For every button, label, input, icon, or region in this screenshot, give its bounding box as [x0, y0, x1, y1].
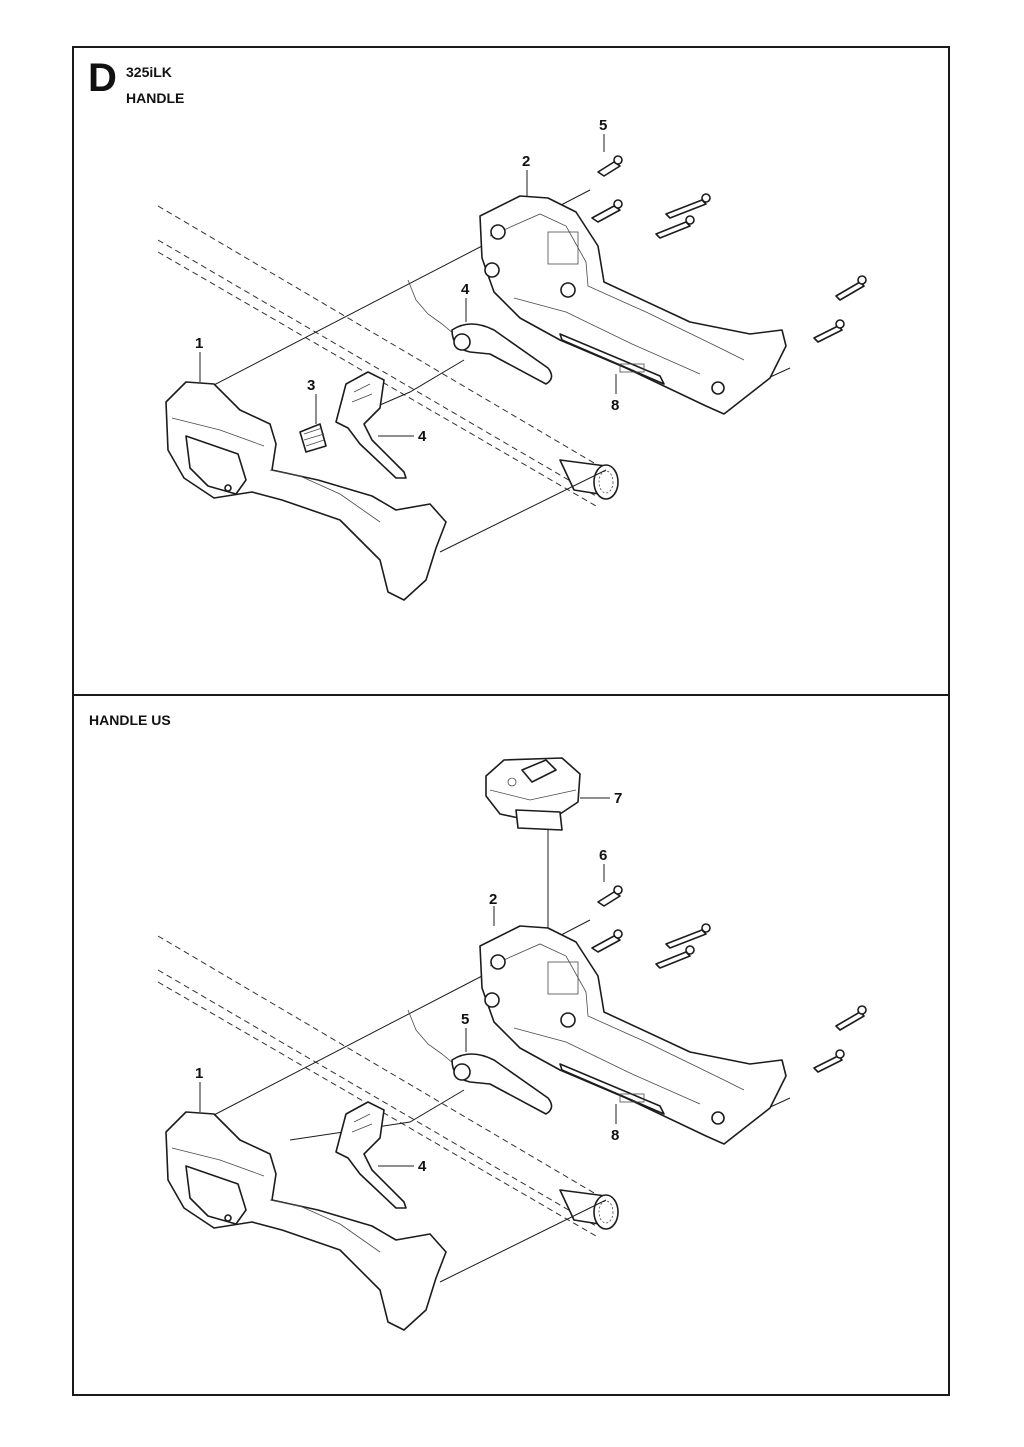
shaft-guide-line	[157, 205, 607, 471]
callout-5: 5	[461, 1011, 469, 1028]
callout-6: 6	[599, 847, 607, 864]
callout-8: 8	[611, 1127, 619, 1144]
callout-1: 1	[195, 335, 203, 352]
section-divider	[72, 694, 950, 696]
shaft-guide-line	[157, 935, 607, 1201]
throttle-lockout-lever	[407, 1009, 553, 1115]
handle-housing-upper	[479, 925, 787, 1145]
throttle-trigger	[335, 371, 407, 479]
callout-3: 3	[307, 377, 315, 394]
shaft-tube	[559, 1189, 619, 1230]
callout-5: 4	[461, 281, 470, 298]
callout-2: 2	[489, 891, 497, 908]
exploded-view-handle: 5 2 4 1 3 4 8	[157, 117, 867, 601]
callout-2: 2	[522, 153, 530, 170]
callout-1: 1	[195, 1065, 203, 1082]
callout-7: 7	[614, 790, 622, 807]
model-name: 325iLK	[126, 64, 172, 80]
assembly-line	[439, 1199, 607, 1283]
screws	[591, 155, 867, 343]
diagram-frame	[72, 46, 950, 1396]
shaft-guide-line	[157, 969, 597, 1227]
callout-4: 4	[418, 1158, 427, 1175]
stop-switch-module	[485, 757, 581, 831]
handle-plate	[559, 1063, 665, 1115]
handle-grip	[165, 1111, 447, 1331]
shaft-guide-line	[157, 239, 597, 497]
shaft-tube	[559, 459, 619, 500]
callout-4: 4	[418, 428, 427, 445]
diagram-title-handle: HANDLE	[126, 90, 185, 106]
callout-8: 8	[611, 397, 619, 414]
callout-6: 5	[599, 117, 607, 134]
handle-grip	[165, 381, 447, 601]
throttle-trigger	[335, 1101, 407, 1209]
throttle-spring	[299, 423, 327, 453]
handle-housing-upper	[479, 195, 787, 415]
diagram-title-handle-us: HANDLE US	[89, 712, 171, 728]
handle-plate	[559, 333, 665, 385]
exploded-view-handle-us: 7 6 2 5 1 4 8	[157, 757, 867, 1331]
assembly-line	[289, 1089, 465, 1141]
screws	[591, 885, 867, 1073]
assembly-line	[439, 469, 607, 553]
section-letter: D	[88, 56, 117, 100]
throttle-lockout-lever	[407, 279, 553, 385]
